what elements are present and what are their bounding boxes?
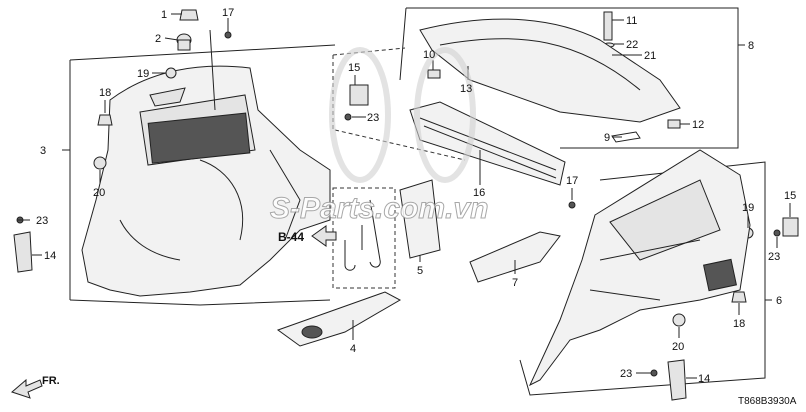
watermark-text: S-Parts.com.vn: [270, 192, 488, 225]
callout: 12: [692, 119, 704, 131]
callout: 6: [776, 295, 782, 307]
callout: 13: [460, 83, 472, 95]
callout: 9: [604, 132, 610, 144]
left-quarter-trim-panel: [81, 29, 331, 297]
callout: 20: [672, 341, 684, 353]
callout: 18: [733, 318, 745, 330]
callout: 11: [626, 15, 637, 27]
callout: 17: [222, 7, 234, 19]
callout: 17: [566, 175, 578, 187]
watermark-logo: S-Parts.com.vn: [270, 47, 489, 226]
callout: 7: [512, 277, 518, 289]
callout: 22: [626, 39, 638, 51]
arrow-left-icon: [11, 378, 43, 399]
callout: 23: [620, 368, 632, 380]
lower-trim-4: [276, 291, 402, 347]
callout: 16: [473, 187, 485, 199]
reference-label: B-44: [278, 230, 304, 244]
callout: 23: [367, 112, 379, 124]
right-quarter-trim-panel: [528, 149, 751, 387]
grab-handle-7: [469, 231, 561, 283]
callout: 2: [155, 33, 161, 45]
callout: 14: [44, 250, 56, 262]
rear-tray-shelf: [419, 18, 681, 123]
callout: 23: [36, 215, 48, 227]
callout: 4: [350, 343, 356, 355]
callout: 19: [137, 68, 149, 80]
callout: 19: [742, 202, 754, 214]
callout: 20: [93, 187, 105, 199]
callout: 15: [784, 190, 796, 202]
callout: 3: [40, 145, 46, 157]
b44-group: [311, 199, 381, 271]
diagram-code: T868B3930A: [738, 396, 797, 407]
leader-lines: [17, 13, 791, 379]
callout: 21: [644, 50, 656, 62]
trim-panel-5: [399, 179, 441, 259]
callout: 10: [423, 49, 435, 61]
callout: 15: [348, 62, 360, 74]
callout-labels: 1 2 3 4 5 6 7 8 9 10 11 12 13 14 15 16 1…: [36, 7, 796, 385]
callout: 5: [417, 265, 423, 277]
callout: 14: [698, 373, 710, 385]
front-direction-indicator: FR.: [11, 375, 60, 399]
callout: 8: [748, 40, 754, 52]
callout: 23: [768, 251, 780, 263]
callout: 1: [161, 9, 167, 21]
callout: 18: [99, 87, 111, 99]
direction-label: FR.: [42, 375, 60, 387]
